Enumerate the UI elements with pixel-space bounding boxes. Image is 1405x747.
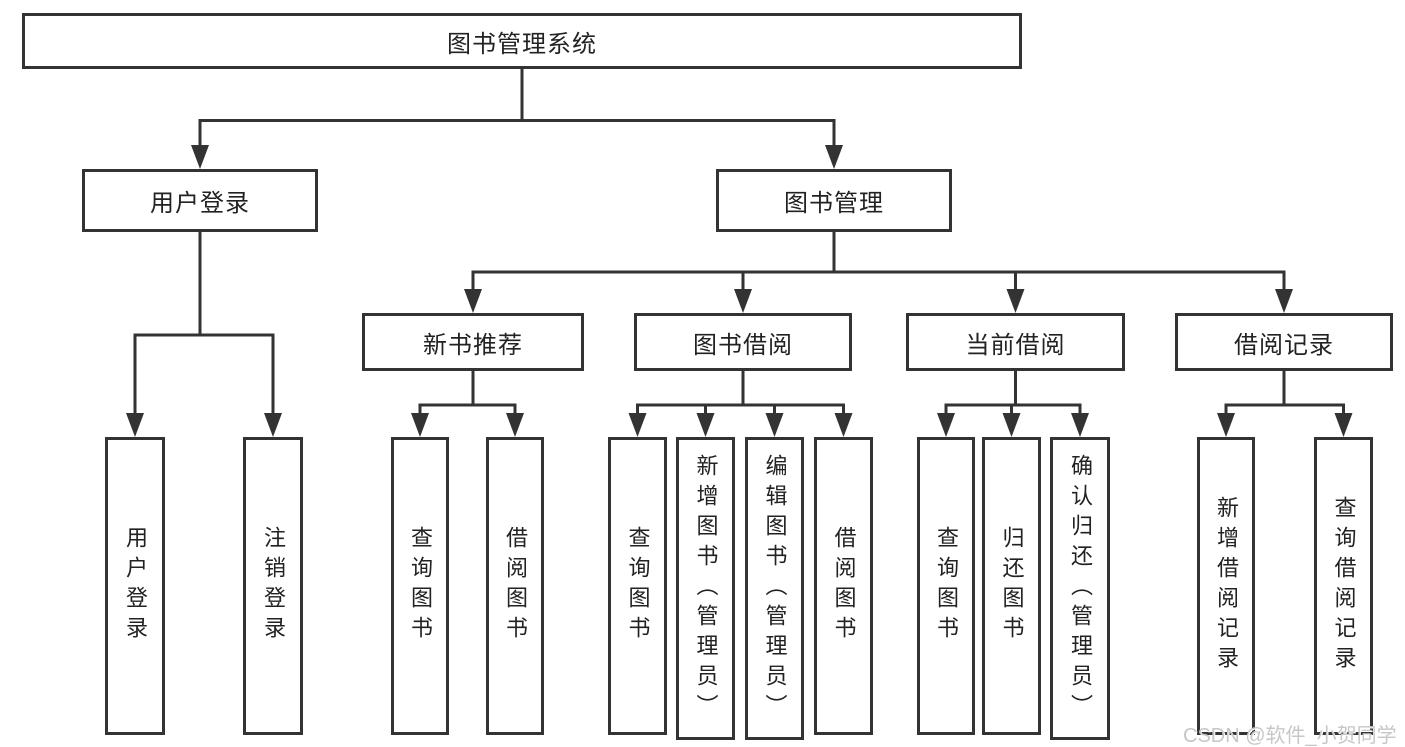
node-new-book-recommend-label: 新书推荐 [423, 331, 523, 359]
leaf-add-borrow-record: 新增借阅记录 [1197, 437, 1255, 735]
leaf-query-books-recommend: 查询图书 [391, 437, 449, 735]
node-new-book-recommend: 新书推荐 [362, 313, 584, 371]
leaf-add-borrow-record-label: 新增借阅记录 [1214, 496, 1239, 676]
leaf-edit-books-admin-label: 编辑图书（管理员） [762, 453, 788, 724]
leaf-logout: 注销登录 [243, 437, 303, 735]
leaf-confirm-return-admin: 确认归还（管理员） [1050, 437, 1110, 740]
node-borrowing-records: 借阅记录 [1175, 313, 1393, 371]
node-book-management: 图书管理 [716, 169, 952, 232]
leaf-query-borrow-record: 查询借阅记录 [1314, 437, 1373, 735]
leaf-query-books-borrowing: 查询图书 [608, 437, 667, 735]
leaf-user-login-label: 用户登录 [123, 526, 148, 646]
leaf-query-books-recommend-label: 查询图书 [408, 526, 433, 646]
leaf-query-borrow-record-label: 查询借阅记录 [1331, 496, 1357, 676]
leaf-return-books-label: 归还图书 [999, 526, 1025, 646]
leaf-logout-label: 注销登录 [261, 526, 286, 646]
node-user-login-label: 用户登录 [150, 190, 250, 217]
node-current-borrowing-label: 当前借阅 [965, 331, 1066, 359]
leaf-query-books-current: 查询图书 [917, 437, 975, 735]
leaf-user-login: 用户登录 [105, 437, 165, 735]
leaf-confirm-return-admin-label: 确认归还（管理员） [1068, 453, 1093, 724]
leaf-return-books: 归还图书 [982, 437, 1041, 735]
node-borrowing-records-label: 借阅记录 [1234, 331, 1334, 359]
leaf-edit-books-admin: 编辑图书（管理员） [745, 437, 804, 740]
node-book-borrowing-label: 图书借阅 [693, 331, 793, 359]
csdn-watermark: CSDN @软件_小贺同学 [1183, 725, 1397, 747]
leaf-borrow-books-borrowing: 借阅图书 [814, 437, 873, 735]
leaf-borrow-books-recommend: 借阅图书 [486, 437, 544, 735]
leaf-query-books-current-label: 查询图书 [934, 526, 959, 646]
node-root: 图书管理系统 [22, 13, 1022, 69]
node-book-management-label: 图书管理 [784, 190, 884, 217]
leaf-query-books-borrowing-label: 查询图书 [625, 526, 651, 646]
leaf-borrow-books-borrowing-label: 借阅图书 [831, 526, 857, 646]
node-current-borrowing: 当前借阅 [906, 313, 1125, 371]
node-user-login: 用户登录 [82, 169, 318, 232]
node-root-label: 图书管理系统 [447, 30, 597, 58]
arrowheads [126, 145, 1353, 437]
leaf-borrow-books-recommend-label: 借阅图书 [503, 526, 528, 646]
leaf-add-books-admin-label: 新增图书（管理员） [693, 453, 719, 724]
node-book-borrowing: 图书借阅 [634, 313, 852, 371]
leaf-add-books-admin: 新增图书（管理员） [676, 437, 735, 740]
